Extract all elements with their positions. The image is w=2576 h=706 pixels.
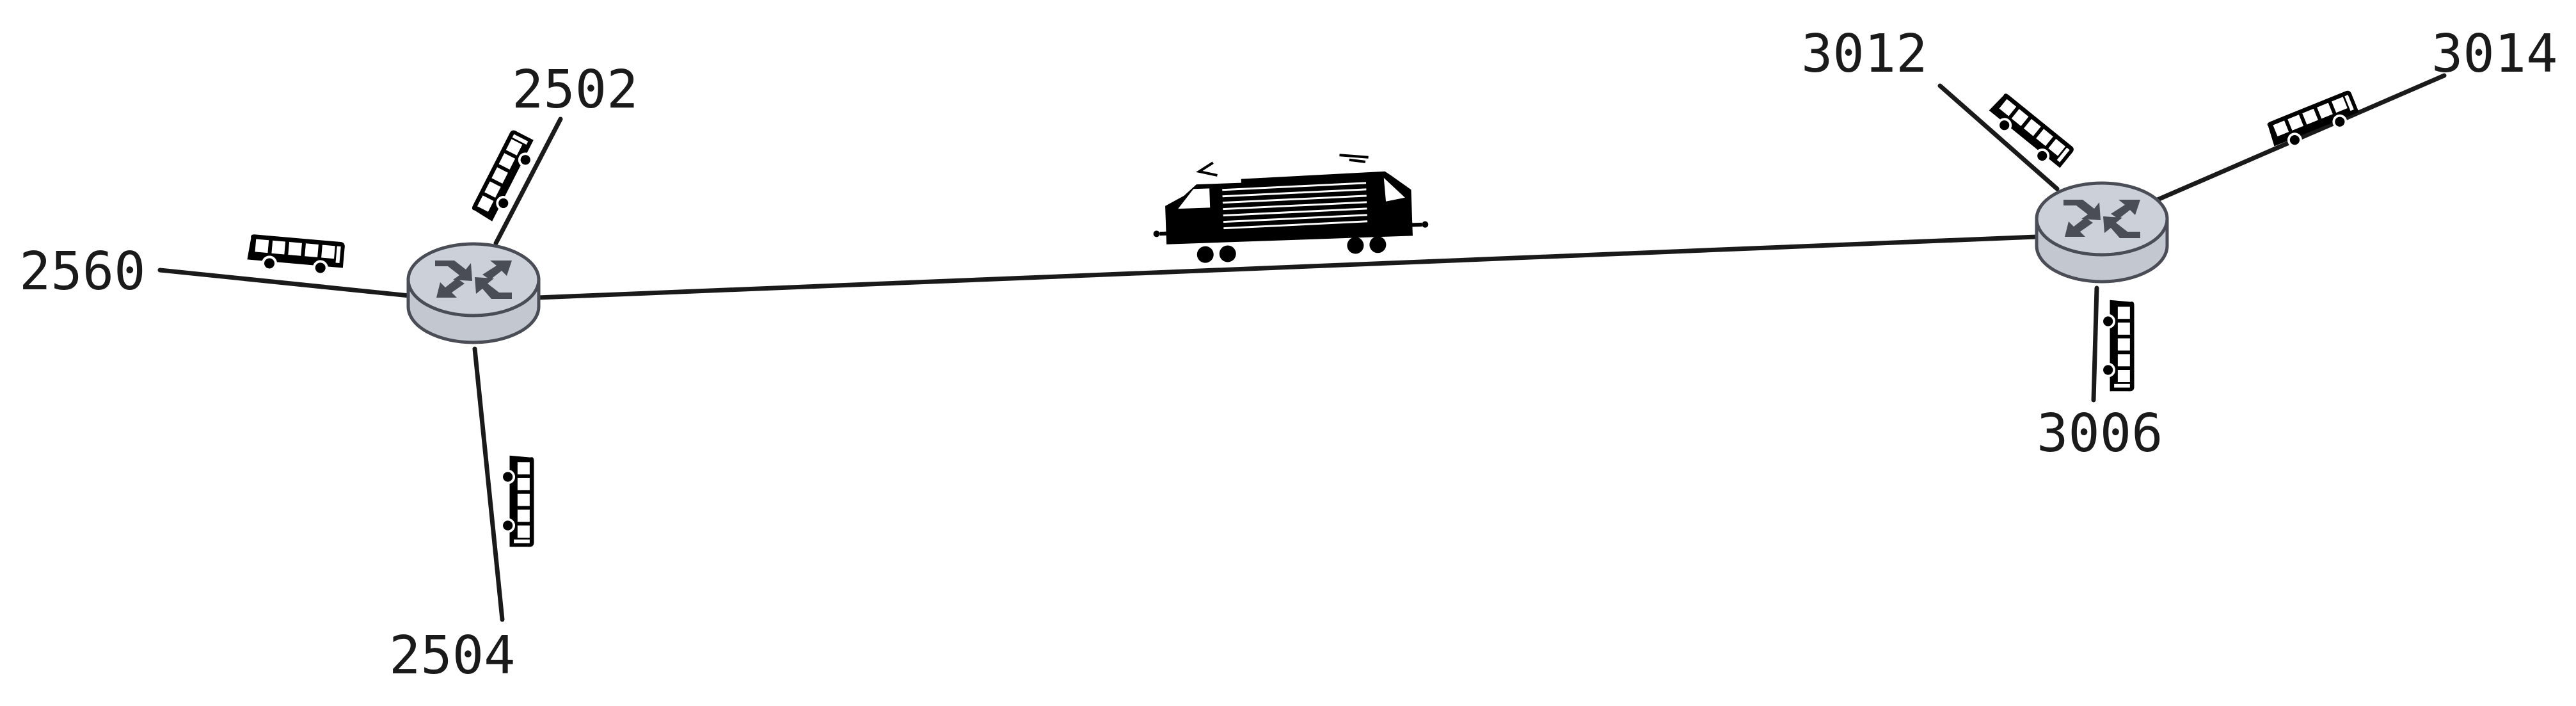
bus-icon-3014 [2264,88,2364,155]
train-icon [1151,152,1429,265]
bus-icon [2101,298,2136,393]
electric-locomotive-icon [1151,152,1429,265]
link-2560-router-left [157,268,412,298]
router-icon [408,244,539,342]
link-3006-router-right [2091,285,2099,403]
link-3012-router-right [1937,83,2060,191]
node-label-2560: 2560 [19,241,145,302]
bus-icon [245,232,347,278]
router-left[interactable] [408,244,539,342]
node-label-2504: 2504 [389,625,515,686]
link-router-left-router-right [535,234,2039,300]
router-icon [2037,183,2167,282]
node-label-3006: 3006 [2037,403,2163,464]
node-label-3014: 3014 [2431,24,2557,84]
link-2504-router-left [472,346,505,622]
bus-icon-3012 [1982,90,2077,175]
router-right[interactable] [2037,183,2167,282]
bus-icon-2560 [245,232,347,278]
bus-icon [1982,90,2077,175]
bus-icon [2264,88,2364,155]
bus-icon-2504 [500,454,536,549]
bus-icon [500,454,536,549]
node-label-2502: 2502 [512,60,638,120]
node-label-3012: 3012 [1801,24,1927,84]
bus-icon-3006 [2101,298,2136,393]
link-2502-router-left [493,116,563,246]
